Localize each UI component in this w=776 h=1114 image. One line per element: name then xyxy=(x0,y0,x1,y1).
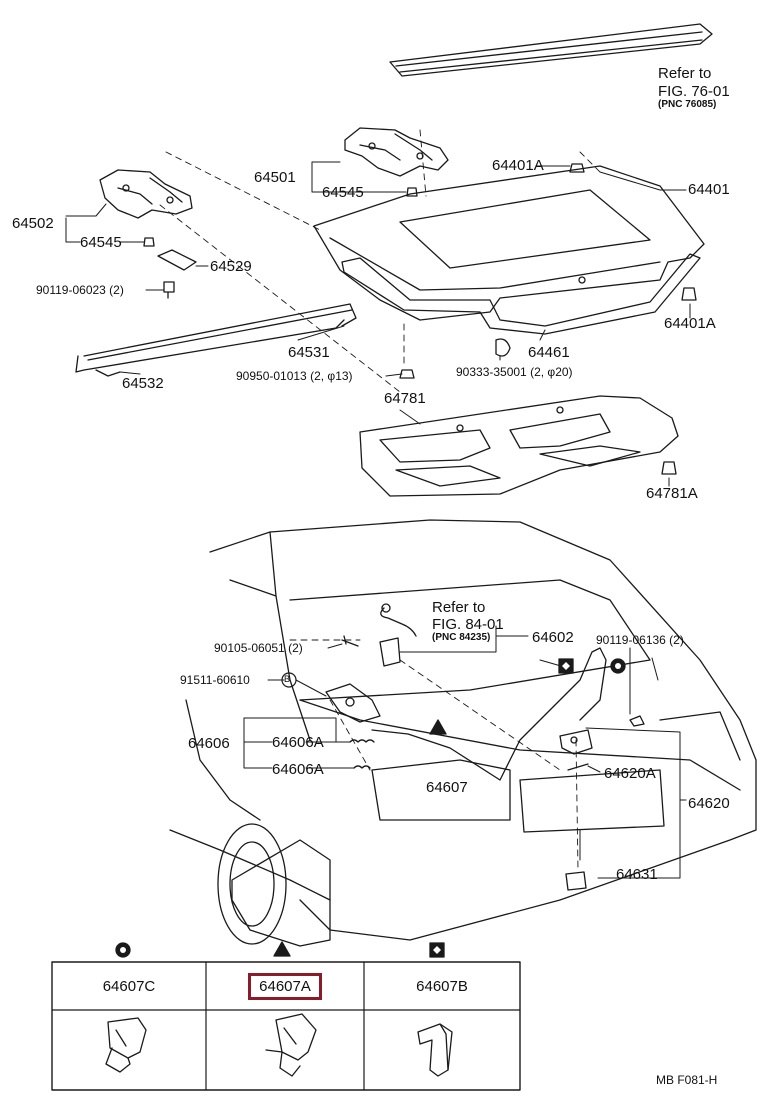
screw-90105[interactable] xyxy=(341,635,359,647)
part-64545-top[interactable]: 64545 xyxy=(322,184,364,201)
part-64606A-1[interactable]: 64606A xyxy=(272,734,324,751)
lock-cylinder[interactable] xyxy=(325,683,381,723)
clip-64607A-drawing[interactable] xyxy=(265,1013,317,1077)
pin-64620A[interactable] xyxy=(567,763,589,771)
part-64602[interactable]: 64602 xyxy=(532,629,574,646)
bolt-64545-left[interactable] xyxy=(143,237,155,247)
striker-64631[interactable] xyxy=(565,871,587,891)
trunk-hinge-left[interactable] xyxy=(99,169,193,219)
legend-part-64607B[interactable]: 64607B xyxy=(416,977,468,995)
figure-code-footer: MB F081-H xyxy=(656,1073,718,1087)
torsion-bar-64532[interactable] xyxy=(75,319,345,377)
release-cable-64607[interactable] xyxy=(371,647,607,781)
legend-part-64607C[interactable]: 64607C xyxy=(102,977,156,995)
part-90950-01013[interactable]: 90950-01013 (2, φ13) xyxy=(236,369,353,383)
lock-striker-64620[interactable] xyxy=(559,729,593,755)
trunk-lid[interactable] xyxy=(313,165,705,321)
part-64529[interactable]: 64529 xyxy=(210,258,252,275)
pnc-84235-label: (PNC 84235) xyxy=(432,632,491,643)
fig-76-01-link[interactable]: FIG. 76-01 xyxy=(658,83,730,100)
bolt-90119-06023[interactable] xyxy=(163,281,175,299)
plug-90950[interactable] xyxy=(399,369,415,379)
opener-lever-64602[interactable] xyxy=(379,603,417,667)
weatherstrip-64461[interactable] xyxy=(341,253,701,335)
legend-part-64607A-highlighted[interactable]: 64607A xyxy=(248,972,322,1000)
part-91511-60610[interactable]: 91511-60610 xyxy=(180,673,250,687)
fig-84-01-link[interactable]: FIG. 84-01 xyxy=(432,616,504,633)
part-64606[interactable]: 64606 xyxy=(188,735,230,752)
rear-spoiler[interactable] xyxy=(389,23,713,77)
legend-cell-64607B[interactable]: 64607B xyxy=(364,962,520,1010)
part-64545-left[interactable]: 64545 xyxy=(80,234,122,251)
clip-64607C-drawing[interactable] xyxy=(105,1017,147,1073)
part-64607[interactable]: 64607 xyxy=(426,779,468,796)
cushion-64401A-top[interactable] xyxy=(569,163,585,173)
pnc-76085-label: (PNC 76085) xyxy=(658,99,717,110)
part-90105-06051[interactable]: 90105-06051 (2) xyxy=(214,641,303,655)
legend-triangle-icon xyxy=(273,941,291,957)
marker-diamond-body xyxy=(558,658,574,674)
trunk-hinge-right[interactable] xyxy=(344,127,449,177)
part-64461[interactable]: 64461 xyxy=(528,344,570,361)
legend-cell-64607C[interactable]: 64607C xyxy=(52,962,206,1010)
part-64532[interactable]: 64532 xyxy=(122,375,164,392)
spring-64606A-2[interactable] xyxy=(353,765,371,769)
part-64781[interactable]: 64781 xyxy=(384,390,426,407)
part-64781A[interactable]: 64781A xyxy=(646,485,698,502)
legend-cell-64607A[interactable]: 64607A xyxy=(206,962,364,1010)
part-64502[interactable]: 64502 xyxy=(12,215,54,232)
part-64401[interactable]: 64401 xyxy=(688,181,730,198)
part-64606A-2[interactable]: 64606A xyxy=(272,761,324,778)
bracket-64529[interactable] xyxy=(157,249,197,271)
part-64620A[interactable]: 64620A xyxy=(604,765,656,782)
plug-90333[interactable] xyxy=(495,338,511,357)
refer-to-label-76: Refer to xyxy=(658,65,712,82)
part-64401A-top[interactable]: 64401A xyxy=(492,157,544,174)
spring-64606A-1[interactable] xyxy=(349,739,375,743)
clip-64781A[interactable] xyxy=(661,461,677,475)
part-90119-06136[interactable]: 90119-06136 (2) xyxy=(596,633,684,647)
marker-circle-dot-body xyxy=(610,658,626,674)
part-90333-35001[interactable]: 90333-35001 (2, φ20) xyxy=(456,365,573,379)
screw-90119-06136[interactable] xyxy=(629,715,645,727)
part-64620[interactable]: 64620 xyxy=(688,795,730,812)
part-64401A-right[interactable]: 64401A xyxy=(664,315,716,332)
part-64501[interactable]: 64501 xyxy=(254,169,296,186)
marker-b-circle xyxy=(281,672,297,688)
legend-diamond-icon xyxy=(429,942,445,958)
clip-64607B-drawing[interactable] xyxy=(417,1023,453,1077)
marker-b-label: B xyxy=(284,674,291,684)
torsion-bar-64531[interactable] xyxy=(83,303,357,361)
cushion-64401A-right[interactable] xyxy=(681,287,697,301)
legend-circle-dot-icon xyxy=(115,942,131,958)
refer-to-label-84: Refer to xyxy=(432,599,486,616)
part-64531[interactable]: 64531 xyxy=(288,344,330,361)
car-rear-body xyxy=(169,519,757,947)
bolt-64545-top[interactable] xyxy=(406,187,418,197)
marker-triangle-body xyxy=(429,719,447,735)
part-64631[interactable]: 64631 xyxy=(616,866,658,883)
clip-legend-table xyxy=(51,961,521,1091)
part-90119-06023[interactable]: 90119-06023 (2) xyxy=(36,283,124,297)
trunk-lid-trim[interactable] xyxy=(359,395,679,497)
